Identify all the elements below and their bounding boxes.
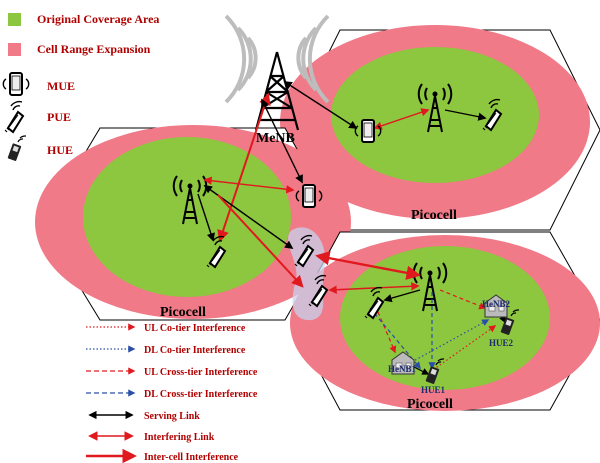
legend-hue-icon	[6, 135, 27, 162]
legend-green-swatch	[8, 13, 21, 26]
picocell-top-label: Picocell	[411, 208, 457, 223]
legend-dl-cotier: DL Co-tier Interference	[144, 345, 246, 356]
picocell-top-hexagon	[280, 25, 600, 231]
henb2-label: HeNB2	[482, 299, 510, 309]
legend-bottom: UL Co-tier Interference DL Co-tier Inter…	[86, 323, 258, 463]
menb-label: MeNB	[256, 131, 295, 146]
legend-ul-cotier: UL Co-tier Interference	[144, 323, 246, 334]
legend-intercell: Inter-cell Interference	[144, 452, 239, 463]
legend-original-coverage: Original Coverage Area	[37, 12, 159, 26]
hue1-label: HUE1	[421, 385, 446, 395]
legend-serving: Serving Link	[144, 411, 200, 422]
legend-pink-swatch	[8, 43, 21, 56]
hue2-label: HUE2	[489, 338, 514, 348]
legend-top: Original Coverage Area Cell Range Expans…	[2, 12, 159, 162]
legend-dl-crosstier: DL Cross-tier Interference	[144, 389, 258, 400]
legend-mue-icon	[2, 72, 30, 96]
legend-interfering: Interfering Link	[144, 432, 215, 443]
legend-pue-icon	[4, 100, 24, 133]
legend-pue: PUE	[47, 110, 71, 124]
picocell-bottom-label: Picocell	[407, 397, 453, 412]
henb1-label: HeNB1	[388, 364, 416, 374]
links	[197, 81, 506, 375]
legend-hue: HUE	[47, 143, 73, 157]
legend-cell-range-expansion: Cell Range Expansion	[37, 42, 151, 56]
picocell-left-label: Picocell	[160, 305, 206, 320]
menb-signal-waves	[224, 14, 330, 104]
legend-ul-crosstier: UL Cross-tier Interference	[144, 367, 258, 378]
legend-mue: MUE	[47, 79, 75, 93]
